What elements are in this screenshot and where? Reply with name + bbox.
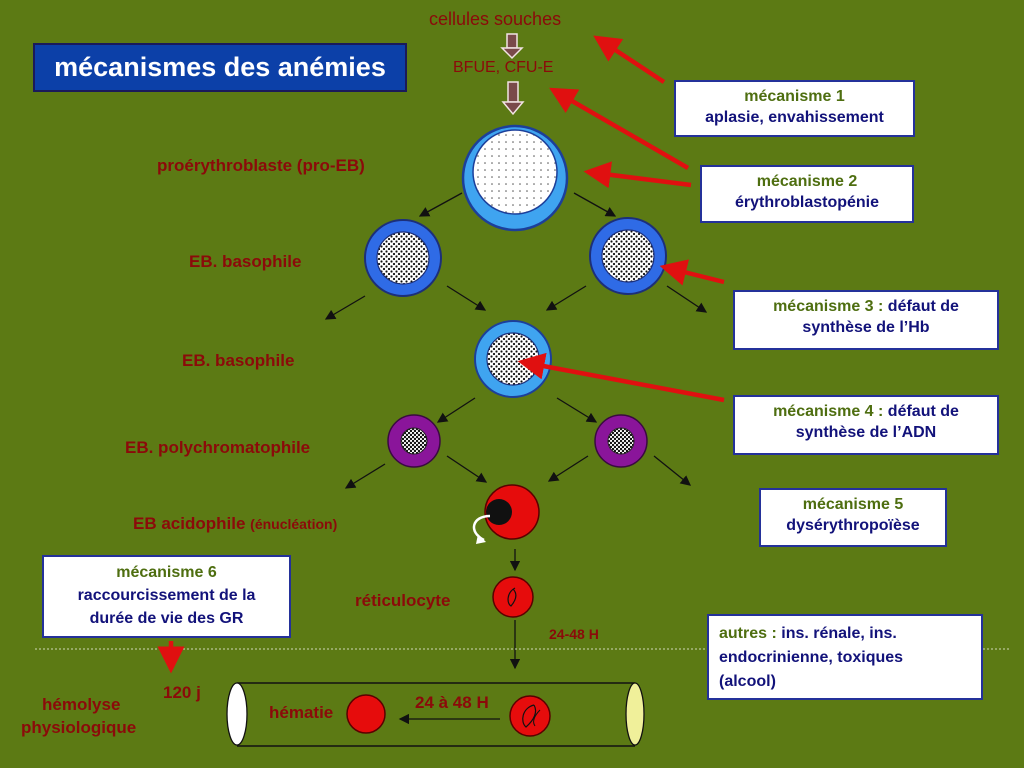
label-hematie: hématie <box>269 703 334 722</box>
label-enucleation: (énucléation) <box>250 516 338 532</box>
mechanism-4-text1: défaut de <box>887 403 959 420</box>
label-hemolyse: hémolyse <box>42 695 121 714</box>
lineage-arrows <box>324 192 708 725</box>
mechanism-5-text: dysérythropoïèse <box>786 517 920 534</box>
label-120-jours: 120 j <box>163 683 201 702</box>
label-eb-basophile-1: EB. basophile <box>189 252 302 271</box>
page-title: mécanismes des anémies <box>33 43 407 92</box>
stem-to-bfue-arrow <box>500 33 524 60</box>
label-24-a-48h: 24 à 48 H <box>415 693 489 712</box>
mechanism-1-title: mécanisme 1 <box>744 88 845 105</box>
autres-box: autres : ins. rénale, ins. endocrinienne… <box>707 614 983 700</box>
mechanism-2-title: mécanisme 2 <box>756 173 858 190</box>
label-eb-polychromatophile: EB. polychromatophile <box>125 438 311 457</box>
autres-text2: endocrinienne, toxiques <box>719 649 904 666</box>
polychromatophile-cell-left <box>387 414 441 468</box>
mechanism-4-box: mécanisme 4 : défaut de synthèse de l’AD… <box>733 395 999 455</box>
reticulocyte-cell <box>492 576 534 618</box>
mechanism-2-text: érythroblastopénie <box>734 194 880 211</box>
mechanism-4-text2: synthèse de l’ADN <box>795 424 937 441</box>
label-24-48h: 24-48 H <box>549 626 599 642</box>
mechanism-6-text2: durée de vie des GR <box>89 610 244 627</box>
label-cellules-souches: cellules souches <box>429 9 562 29</box>
label-bfue-cfue: BFUE, CFU-E <box>453 59 554 76</box>
mechanism-1-text: aplasie, envahissement <box>705 109 884 126</box>
blood-vessel <box>226 682 645 747</box>
mechanism-2-box: mécanisme 2 érythroblastopénie <box>700 165 914 223</box>
label-reticulocyte: réticulocyte <box>355 591 451 610</box>
mechanism-5-title: mécanisme 5 <box>802 496 904 513</box>
mechanism-5-box: mécanisme 5 dysérythropoïèse <box>759 488 947 547</box>
label-eb-acidophile-name: EB acidophile <box>133 514 246 533</box>
label-proerythroblaste: proérythroblaste (pro-EB) <box>157 156 365 175</box>
proerythroblast-cell <box>461 124 569 232</box>
label-physiologique: physiologique <box>21 718 137 737</box>
basophile-cell-center <box>474 320 552 398</box>
mechanism-6-box: mécanisme 6 raccourcissement de la durée… <box>42 555 291 638</box>
mechanism-1-box: mécanisme 1 aplasie, envahissement <box>674 80 915 137</box>
acidophile-cell <box>472 484 540 544</box>
label-eb-basophile-2: EB. basophile <box>182 351 295 370</box>
hematie-cell <box>346 694 386 734</box>
autres-text1: ins. rénale, ins. <box>781 625 897 642</box>
autres-title: autres : <box>719 625 777 642</box>
autres-text3: (alcool) <box>719 673 776 690</box>
reticulocyte-in-vessel <box>509 695 551 737</box>
mechanism-pointer-arrows <box>157 35 725 674</box>
label-eb-acidophile: EB acidophile (énucléation) <box>133 514 337 534</box>
basophile-cell-left <box>364 219 442 297</box>
basophile-cell-right <box>589 217 667 295</box>
polychromatophile-cell-right <box>594 414 648 468</box>
mechanism-4-title: mécanisme 4 : <box>773 403 884 420</box>
mechanism-3-box: mécanisme 3 : défaut de synthèse de l’Hb <box>733 290 999 350</box>
mechanism-3-text1: défaut de <box>887 298 959 315</box>
mechanism-6-text1: raccourcissement de la <box>77 587 256 604</box>
bfue-to-proeb-arrow <box>501 81 525 116</box>
mechanism-3-title: mécanisme 3 : <box>773 298 884 315</box>
mechanism-3-text2: synthèse de l’Hb <box>802 319 930 336</box>
mechanism-6-title: mécanisme 6 <box>116 564 217 581</box>
